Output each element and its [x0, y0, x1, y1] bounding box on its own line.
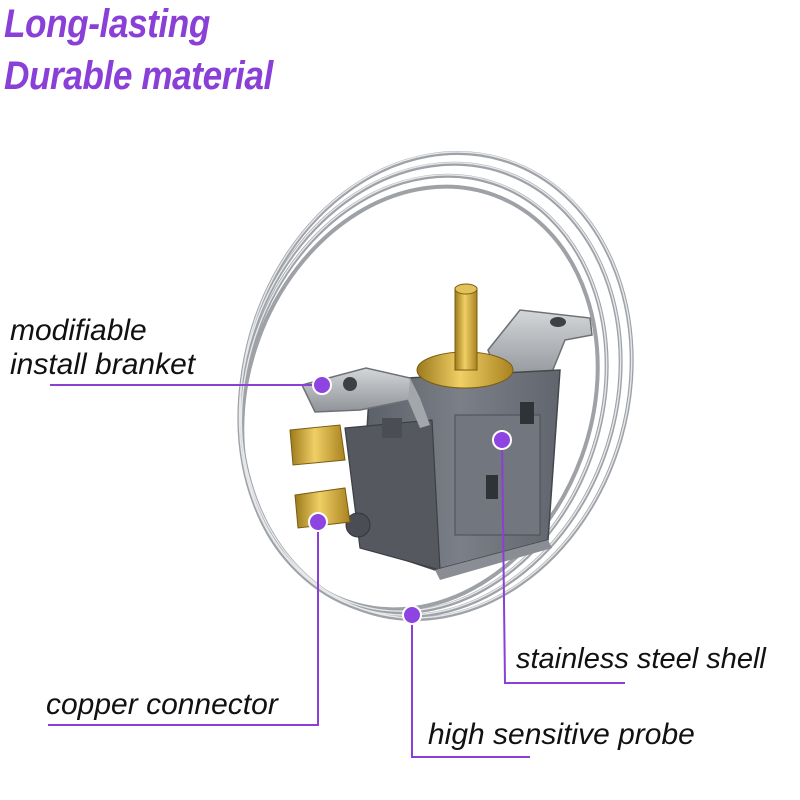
callout-connector: copper connector — [46, 688, 278, 721]
adjustment-shaft — [416, 283, 514, 389]
leader-probe — [411, 615, 530, 758]
dot-connector — [308, 512, 328, 532]
install-bracket-plate — [300, 367, 430, 428]
copper-connectors — [289, 424, 351, 529]
dot-bracket — [312, 375, 332, 395]
callout-bracket-line-2: install branket — [10, 348, 196, 381]
dot-shell — [492, 430, 512, 450]
leader-shell — [501, 439, 625, 684]
callout-probe: high sensitive probe — [428, 718, 695, 751]
dot-probe — [402, 605, 422, 625]
callout-bracket-line-1: modifiable — [10, 314, 147, 347]
callout-dots — [308, 375, 512, 625]
leader-connector — [48, 522, 319, 726]
callout-shell: stainless steel shell — [516, 643, 766, 675]
headline: Long-lasting Durable material — [0, 0, 400, 110]
callout-leaders — [48, 384, 625, 758]
capillary-probe-coil — [237, 151, 634, 621]
headline-line-1: Long-lasting — [4, 2, 210, 46]
thermostat-housing — [344, 369, 561, 580]
headline-line-2: Durable material — [4, 54, 273, 98]
